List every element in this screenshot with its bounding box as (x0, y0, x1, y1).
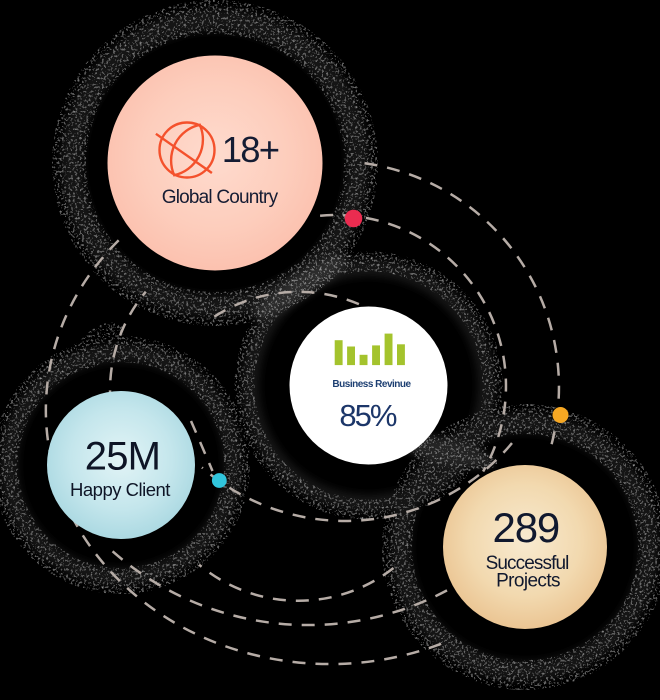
svg-text:Happy Client: Happy Client (70, 479, 170, 500)
svg-text:25M: 25M (85, 435, 160, 479)
svg-text:Successful: Successful (486, 553, 569, 574)
svg-text:Global Country: Global Country (162, 187, 279, 208)
svg-text:Projects: Projects (496, 571, 560, 592)
svg-text:Business Revinue: Business Revinue (332, 379, 411, 390)
svg-text:18+: 18+ (222, 129, 279, 170)
svg-text:85%: 85% (339, 398, 396, 433)
svg-text:289: 289 (493, 504, 559, 551)
